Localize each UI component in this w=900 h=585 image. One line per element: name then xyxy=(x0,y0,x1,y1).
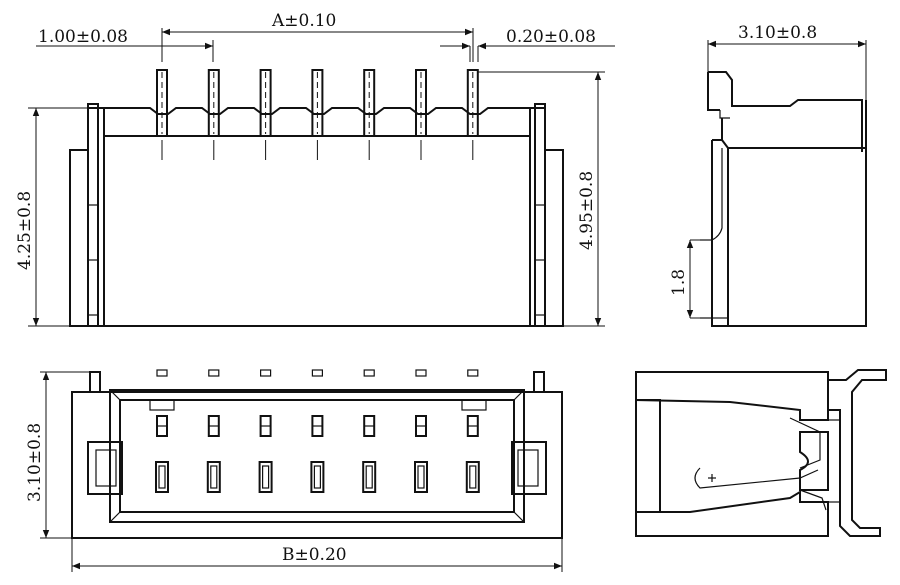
bottom-pin-tab xyxy=(156,369,168,377)
front-view xyxy=(69,69,564,327)
bottom-lower-contact xyxy=(310,461,325,493)
dim-bottom-depth: 3.10±0.8 xyxy=(25,423,45,502)
bottom-lower-contact xyxy=(465,461,480,493)
bottom-lower-contact-inner xyxy=(158,465,166,489)
section-terminal xyxy=(828,369,887,537)
front-right-post xyxy=(534,103,546,327)
bottom-lower-contact xyxy=(155,461,169,493)
bottom-dimensions: 3.10±0.8 B±0.20 xyxy=(25,371,563,572)
bottom-lower-contact-inner xyxy=(365,465,373,489)
dim-pitch: 1.00±0.08 xyxy=(38,27,128,47)
dim-side-depth: 3.10±0.8 xyxy=(738,23,817,43)
dim-total-height: 4.95±0.8 xyxy=(577,171,597,250)
bottom-inner-frame-1 xyxy=(109,389,525,523)
bottom-lower-contact-inner xyxy=(417,465,425,489)
front-right-ear xyxy=(544,149,564,327)
front-left-ear xyxy=(69,149,89,327)
section-view xyxy=(635,369,887,537)
dim-pin-width: 0.20±0.08 xyxy=(506,27,596,47)
side-view xyxy=(700,71,867,327)
bottom-outer-frame xyxy=(71,391,563,539)
dim-body-height: 4.25±0.8 xyxy=(15,191,35,270)
front-view-pins xyxy=(156,69,479,137)
dim-side-step: 1.8 xyxy=(669,269,689,296)
bottom-inner-frame-2 xyxy=(119,399,515,513)
section-housing xyxy=(635,371,829,421)
front-dimensions: A±0.10 1.00±0.08 0.20±0.08 4.25±0.8 4.95… xyxy=(15,11,615,327)
side-pin-tail xyxy=(708,71,863,152)
side-dimensions: 3.10±0.8 1.8 xyxy=(669,23,867,319)
front-housing-top xyxy=(88,107,545,115)
bottom-view xyxy=(71,369,563,539)
bottom-pin-tab xyxy=(363,369,375,377)
front-left-post xyxy=(87,103,99,327)
side-body xyxy=(711,118,867,327)
dim-span-b: B±0.20 xyxy=(282,545,347,565)
bottom-lower-contact-inner xyxy=(469,465,477,489)
bottom-pin-tab xyxy=(415,369,427,377)
bottom-left-latch xyxy=(87,441,123,495)
bottom-pin-tab xyxy=(208,369,220,377)
bottom-view-contacts xyxy=(155,415,480,493)
bottom-pin-tab xyxy=(260,369,272,377)
bottom-lower-contact xyxy=(206,461,221,493)
dim-span-a: A±0.10 xyxy=(271,11,336,31)
bottom-view-pin-tabs xyxy=(156,369,479,377)
front-view-centerlines xyxy=(161,140,474,160)
bottom-pin-tab xyxy=(311,369,323,377)
bottom-lower-contact xyxy=(362,461,377,493)
bottom-lower-contact xyxy=(414,461,428,493)
bottom-lower-contact-inner xyxy=(210,465,218,489)
bottom-lower-contact-inner xyxy=(313,465,321,489)
bottom-right-latch xyxy=(511,441,547,495)
bottom-lower-contact-inner xyxy=(262,465,270,489)
bottom-pin-tab xyxy=(467,369,479,377)
bottom-lower-contact xyxy=(258,461,273,493)
